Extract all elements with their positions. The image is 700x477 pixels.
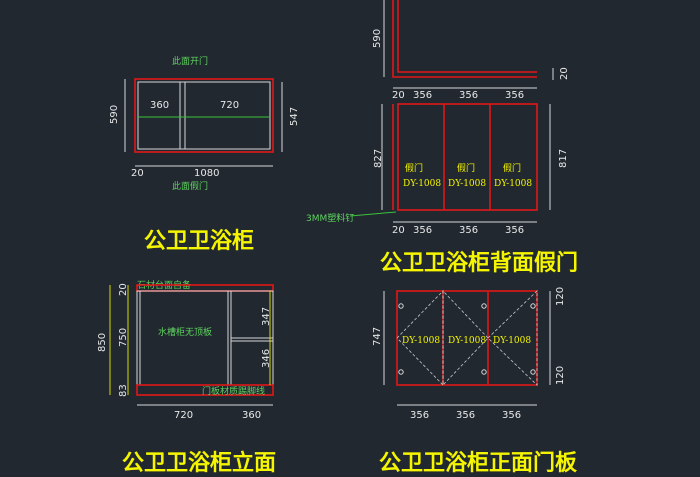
back-dim-bottom-3: 356	[505, 225, 524, 236]
elev-dim-83: 83	[118, 384, 129, 397]
back-dim-thick: 20	[559, 67, 570, 80]
back-dim-bottom-1: 356	[413, 225, 432, 236]
back-panel-2-label: 假门	[457, 162, 475, 174]
front-swing-2	[442, 290, 489, 386]
plan-dim-total: 1080	[194, 168, 219, 179]
front-panel-3-code: DY-1008	[493, 336, 531, 346]
front-hinge-3	[481, 303, 487, 309]
elev-dim-347: 347	[261, 307, 272, 326]
front-panel-2-code: DY-1008	[448, 336, 486, 346]
back-panel-1-label: 假门	[405, 162, 423, 174]
plan-note-bottom: 此面假门	[172, 180, 208, 192]
front-title: 公卫卫浴柜正面门板	[379, 450, 578, 476]
front-panel-1-code: DY-1008	[402, 336, 440, 346]
front-dim-bottom-0: 356	[410, 410, 429, 421]
front-hinge-4	[481, 369, 487, 375]
plan-title: 公卫卫浴柜	[144, 228, 254, 254]
front-hinge-6	[530, 369, 536, 375]
plan-dim-right: 547	[289, 107, 300, 126]
elev-dim-20: 20	[118, 283, 129, 296]
back-bracket-inner	[397, 0, 537, 73]
plan-outline	[134, 78, 274, 153]
front-dim-bottom-2: 356	[502, 410, 521, 421]
elevation-view: 石材台面自备 水槽柜无顶板 门板材质踢脚线 850 20 750 83 347 …	[97, 279, 276, 476]
front-dim-bottom-1: 356	[456, 410, 475, 421]
elev-dim-346: 346	[261, 349, 272, 368]
back-dim-top-3: 356	[505, 90, 524, 101]
front-view: DY-1008 DY-1008 DY-1008 747 120 120 356 …	[372, 287, 578, 476]
front-dim-120-bot: 120	[555, 366, 566, 385]
back-screw-leader	[349, 211, 397, 217]
plan-dim-edge: 20	[131, 168, 144, 179]
elev-kickboard	[136, 384, 274, 396]
back-dim-top-2: 356	[459, 90, 478, 101]
back-dim-height-top: 590	[372, 29, 383, 48]
plan-dim-a: 360	[150, 100, 169, 111]
back-bracket	[392, 0, 537, 78]
elev-dim-360: 360	[242, 410, 261, 421]
back-view: 590 20 20 356 356 356 827 817 假门 DY-1008…	[306, 0, 578, 276]
back-dim-bottom-0: 20	[392, 225, 405, 236]
back-dim-left: 827	[373, 149, 384, 168]
elev-dim-720: 720	[174, 410, 193, 421]
front-hinge-2	[398, 369, 404, 375]
back-screw-note: 3MM塑料钉	[306, 212, 354, 224]
back-panel-3-code: DY-1008	[494, 179, 532, 189]
back-dim-right: 817	[558, 149, 569, 168]
elev-title: 公卫卫浴柜立面	[122, 450, 276, 476]
back-panel-2-code: DY-1008	[448, 179, 486, 189]
back-panel-3-label: 假门	[503, 162, 521, 174]
front-hinge-5	[530, 303, 536, 309]
elev-note-bottom: 门板材质踢脚线	[202, 385, 265, 397]
back-dim-bottom-2: 356	[459, 225, 478, 236]
front-dim-747: 747	[372, 327, 383, 346]
elev-dim-850: 850	[97, 333, 108, 352]
front-dim-120-top: 120	[555, 287, 566, 306]
back-title: 公卫卫浴柜背面假门	[380, 250, 578, 276]
back-panel-1-code: DY-1008	[403, 179, 441, 189]
front-swing-3	[487, 290, 538, 386]
elev-dim-750: 750	[118, 328, 129, 347]
plan-dim-b: 720	[220, 100, 239, 111]
plan-inner	[137, 81, 271, 150]
back-dim-top-0: 20	[392, 90, 405, 101]
back-outline	[397, 103, 538, 211]
elev-note-sink: 水槽柜无顶板	[158, 326, 212, 338]
plan-dim-left: 590	[109, 105, 120, 124]
back-dim-top-1: 356	[413, 90, 432, 101]
front-hinge-1	[398, 303, 404, 309]
plan-note-top: 此面开门	[172, 55, 208, 67]
plan-view: 此面开门 360 720 590 547 20 1080 此面假门 公卫卫浴柜	[109, 55, 300, 254]
